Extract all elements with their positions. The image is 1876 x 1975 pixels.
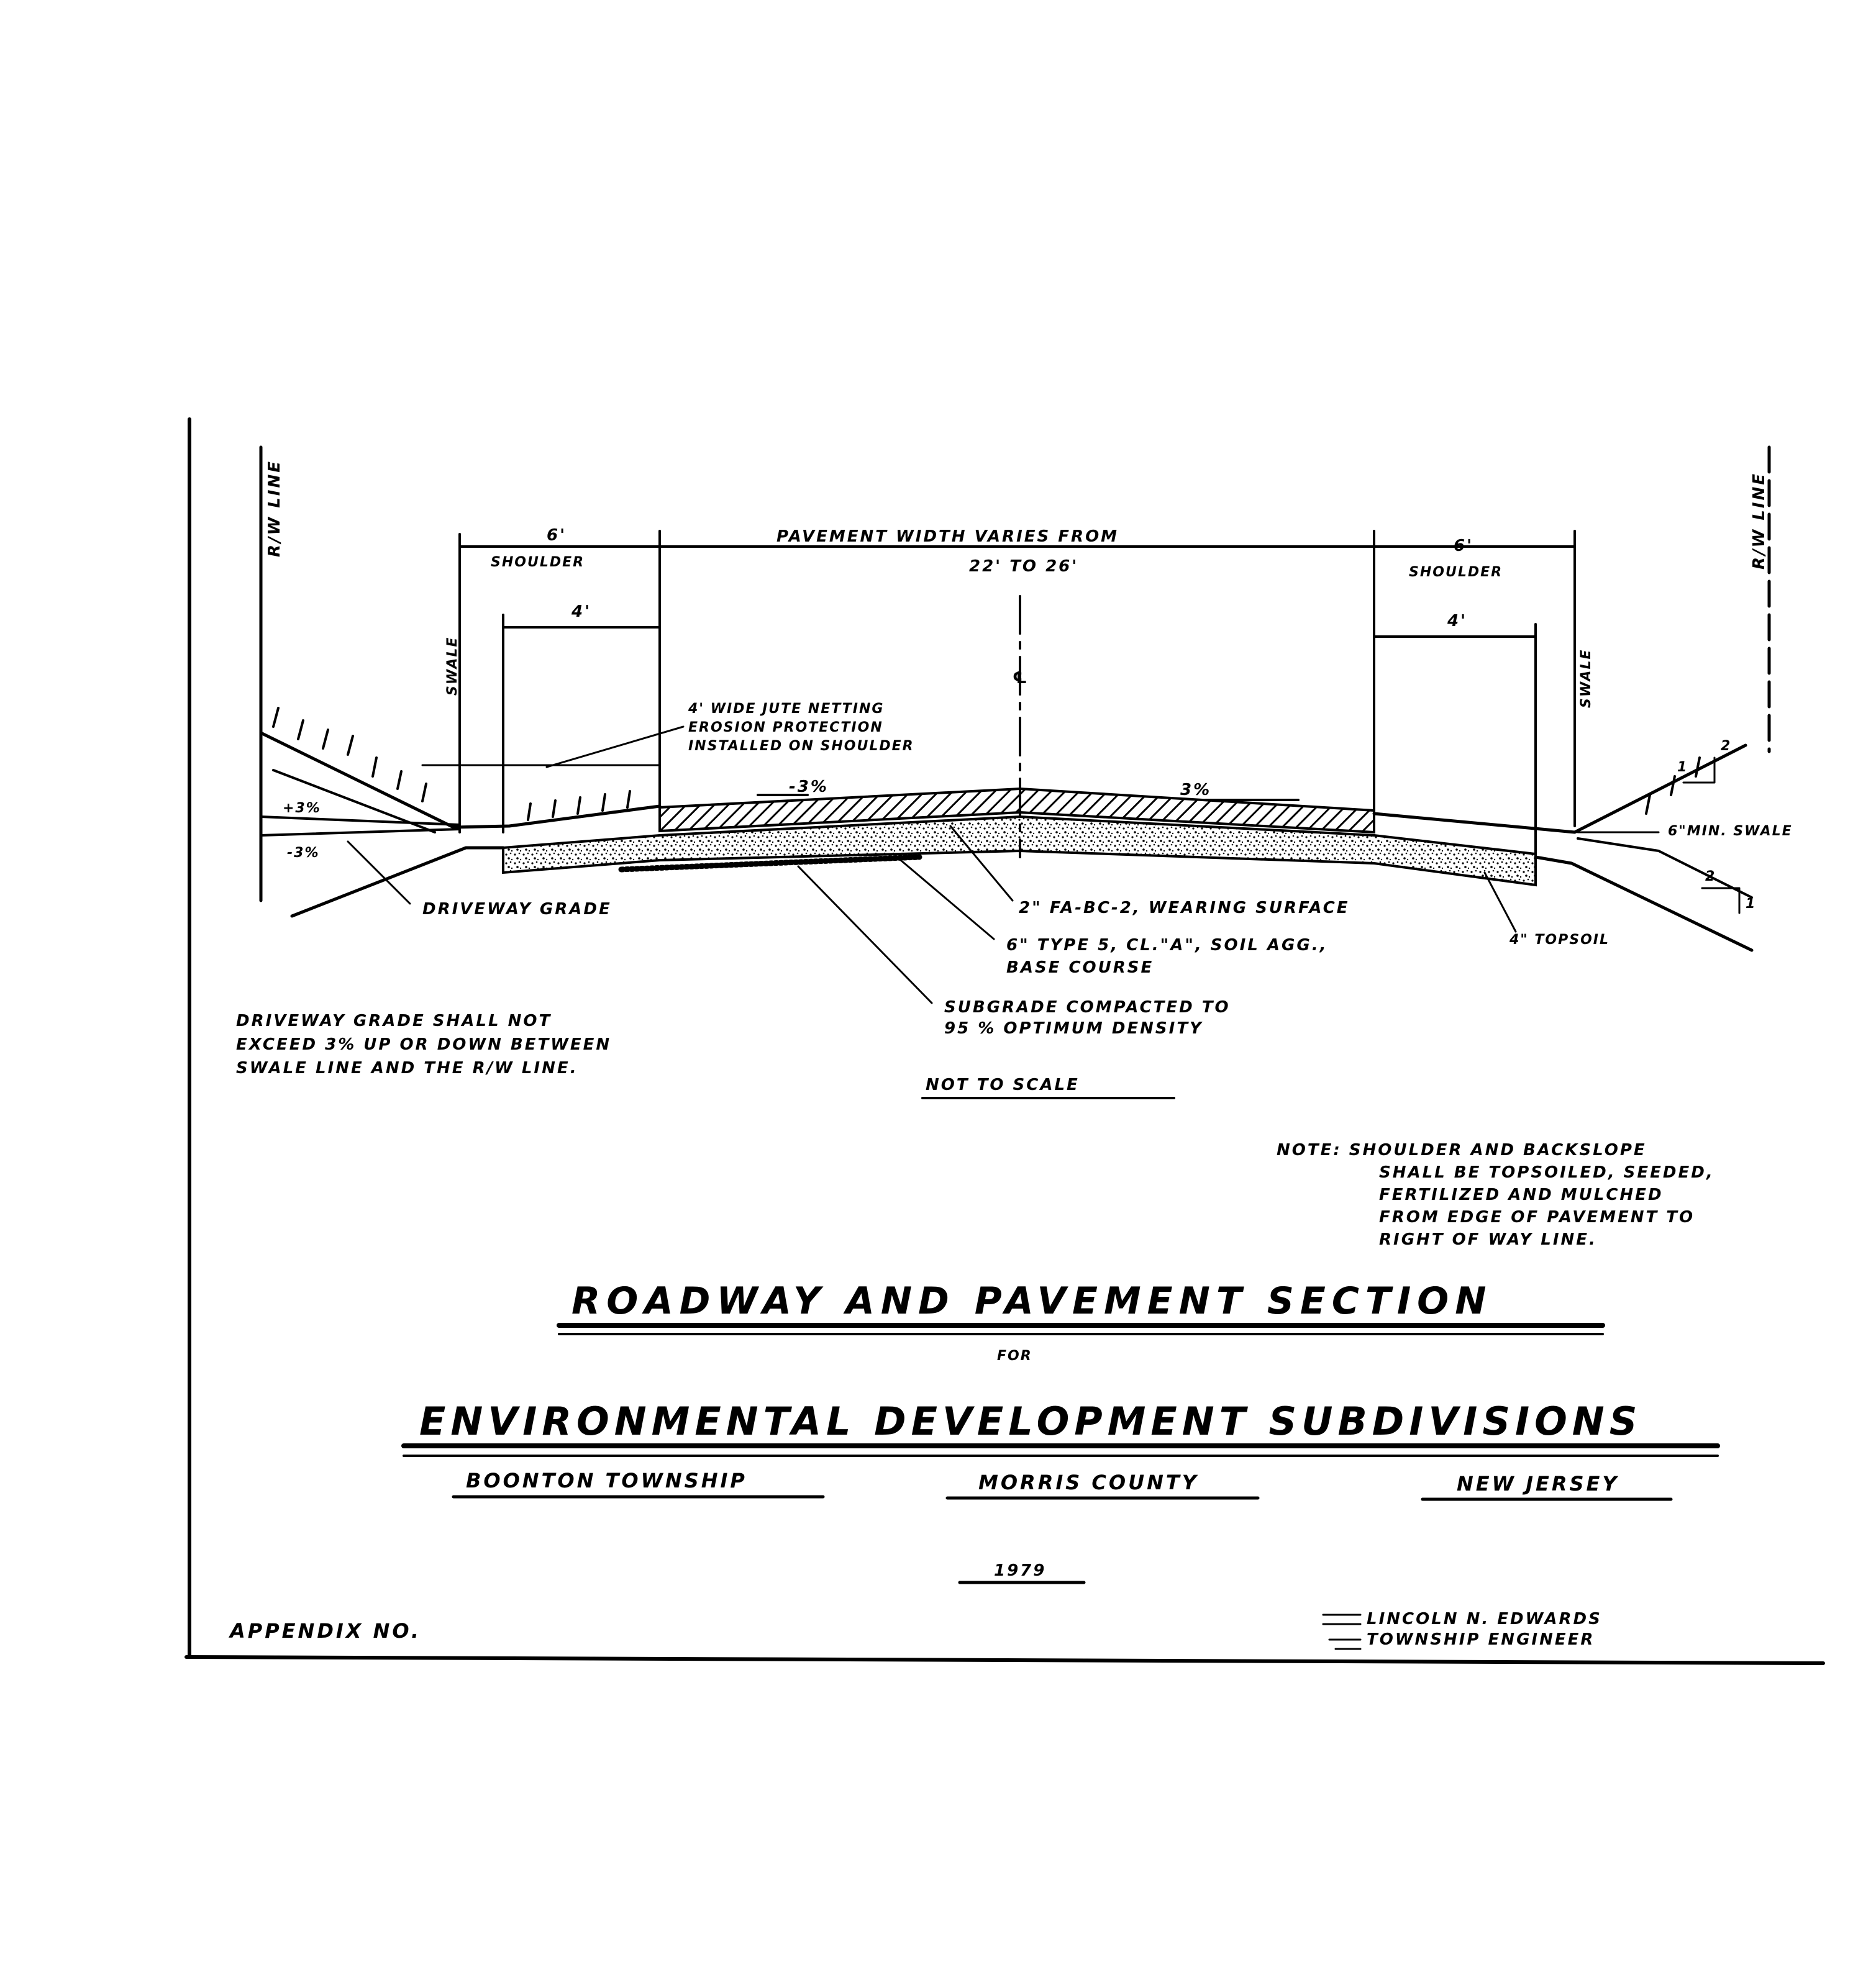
backslope-lower-rise: 1 — [1746, 896, 1756, 912]
shoulder-width-left: 6' — [547, 526, 567, 545]
shoulder-note-line1: NOTE: SHOULDER AND BACKSLOPE — [1277, 1141, 1647, 1160]
base-course-layer — [502, 815, 1537, 887]
driveway-grade-line — [260, 815, 461, 826]
backslope-lower-ratio — [1701, 887, 1741, 914]
topsoil-label: 4" TOPSOIL — [1509, 932, 1610, 948]
shoulder-note-line3: FERTILIZED AND MULCHED — [1379, 1186, 1664, 1204]
backslope-upper-run: 2 — [1721, 738, 1731, 754]
subgrade-label-line2: 95 % OPTIMUM DENSITY — [944, 1019, 1203, 1038]
driveway-note-line1: DRIVEWAY GRADE SHALL NOT — [236, 1012, 552, 1030]
netting-note-line2: EROSION PROTECTION — [688, 720, 883, 735]
slope-right-label: 3% — [1180, 781, 1211, 799]
driveway-note-line2: EXCEED 3% UP OR DOWN BETWEEN — [236, 1035, 611, 1054]
driveway-grade-label: DRIVEWAY GRADE — [422, 900, 612, 919]
base-course-leader — [899, 859, 995, 940]
township: BOONTON TOWNSHIP — [466, 1469, 747, 1492]
title: ROADWAY AND PAVEMENT SECTION — [571, 1279, 1492, 1323]
grass-tufts-right — [1645, 756, 1701, 815]
netting-note-line3: INSTALLED ON SHOULDER — [688, 738, 914, 754]
year: 1979 — [994, 1561, 1046, 1580]
shoulder-label-right: SHOULDER — [1409, 565, 1503, 580]
engineer-name: LINCOLN N. EDWARDS — [1367, 1610, 1602, 1628]
base-course-label-line2: BASE COURSE — [1006, 958, 1154, 977]
subgrade-label-line1: SUBGRADE COMPACTED TO — [944, 998, 1231, 1017]
subgrade-left-edge — [290, 846, 505, 918]
shoulder-width-right: 6' — [1454, 537, 1473, 555]
driveway-grade-leader — [347, 840, 411, 905]
backslope-upper-rise: 1 — [1677, 760, 1688, 775]
swale-left-label: SWALE — [445, 637, 460, 696]
rw-line-left-label: R/W LINE — [265, 460, 284, 557]
subtitle: ENVIRONMENTAL DEVELOPMENT SUBDIVISIONS — [419, 1399, 1642, 1444]
shoulder-label-left: SHOULDER — [491, 555, 585, 570]
for-label: FOR — [997, 1348, 1032, 1364]
pavement-width-line2: 22' TO 26' — [969, 557, 1078, 576]
backslope-lower-run: 2 — [1705, 869, 1716, 884]
state: NEW JERSEY — [1457, 1472, 1619, 1496]
driveway-note-line3: SWALE LINE AND THE R/W LINE. — [236, 1059, 578, 1078]
engineer-title: TOWNSHIP ENGINEER — [1367, 1630, 1595, 1649]
grass-tufts-left — [272, 707, 631, 821]
slope-left-label: -3% — [789, 778, 829, 796]
wearing-surface-layer — [658, 787, 1375, 834]
centerline-symbol: ℄ — [1013, 669, 1029, 688]
wearing-surface-leader — [949, 825, 1014, 902]
base-course-label-line1: 6" TYPE 5, CL."A", SOIL AGG., — [1006, 936, 1328, 955]
county: MORRIS COUNTY — [978, 1471, 1199, 1494]
netting-width-right: 4' — [1447, 612, 1467, 630]
shoulder-note-line2: SHALL BE TOPSOILED, SEEDED, — [1379, 1163, 1714, 1182]
shoulder-note-line5: RIGHT OF WAY LINE. — [1379, 1230, 1597, 1249]
wearing-surface-label: 2" FA-BC-2, WEARING SURFACE — [1019, 899, 1350, 917]
subgrade-leader — [797, 865, 933, 1004]
appendix-label: APPENDIX NO. — [228, 1619, 421, 1643]
netting-note-line1: 4' WIDE JUTE NETTING — [688, 701, 884, 717]
driveway-grade-line-2 — [260, 828, 461, 837]
subgrade-line — [618, 854, 922, 873]
rw-line-right-label: R/W LINE — [1750, 472, 1769, 570]
ground-right-backslope — [1577, 837, 1753, 899]
driveway-slope-down: -3% — [287, 845, 319, 861]
shoulder-note-line4: FROM EDGE OF PAVEMENT TO — [1379, 1208, 1695, 1227]
netting-leader — [545, 725, 685, 768]
pavement-width-line1: PAVEMENT WIDTH VARIES FROM — [776, 527, 1119, 546]
border-bottom-line — [184, 1655, 1825, 1665]
signature-marks — [1322, 1614, 1362, 1650]
backslope-upper-ratio — [1682, 756, 1716, 784]
subgrade-right-edge — [1534, 855, 1754, 952]
ground-right-upper — [1372, 743, 1747, 834]
swale-min-label: 6"MIN. SWALE — [1668, 824, 1793, 839]
topsoil-leader — [1483, 871, 1517, 933]
not-to-scale: NOT TO SCALE — [926, 1076, 1080, 1094]
swale-right-label: SWALE — [1578, 649, 1594, 708]
ground-left-upper — [259, 731, 662, 829]
driveway-slope-up: +3% — [283, 801, 321, 816]
netting-width-left: 4' — [571, 602, 591, 621]
